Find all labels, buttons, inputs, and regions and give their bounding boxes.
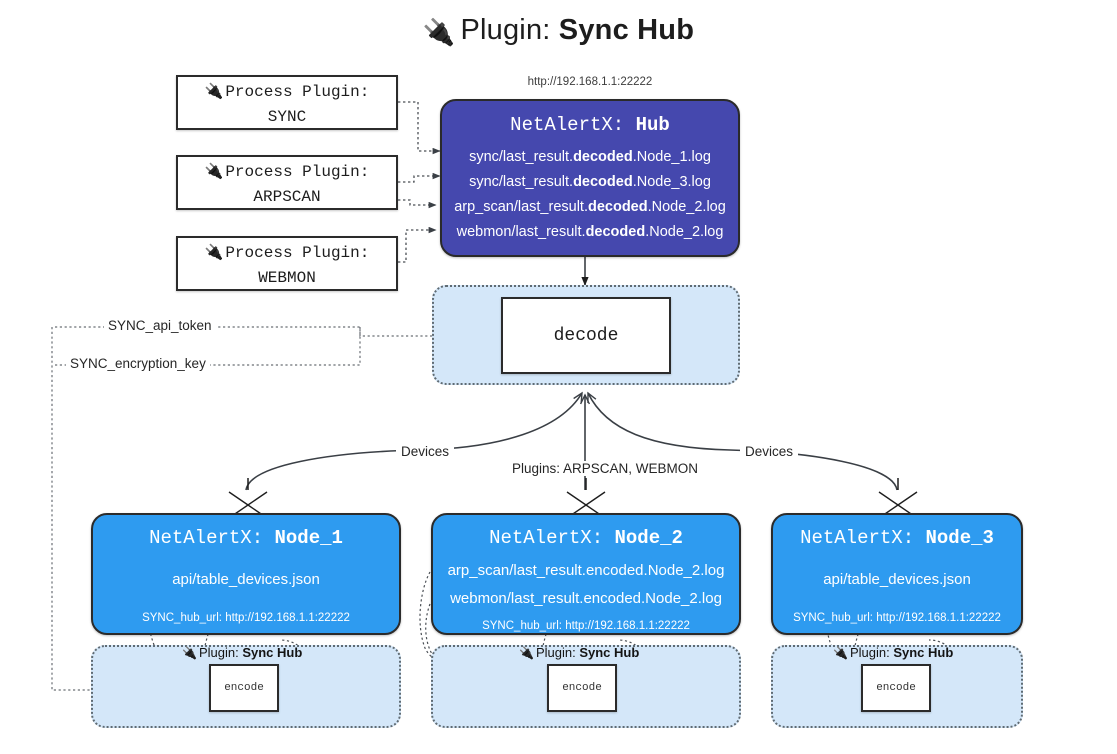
envelope-icon bbox=[564, 490, 606, 520]
hub-log-post: .Node_3.log bbox=[632, 174, 711, 190]
hub-log-row: sync/last_result.decoded.Node_1.log bbox=[442, 145, 738, 170]
hub-log-post: .Node_2.log bbox=[647, 199, 726, 215]
page-title-strong: Sync Hub bbox=[558, 14, 695, 46]
process-plugin-label: Process Plugin: bbox=[225, 163, 370, 181]
node-box-node-3[interactable]: NetAlertX: Node_3 api/table_devices.json… bbox=[771, 513, 1023, 635]
node-resource-list: arp_scan/last_result.encoded.Node_2.log … bbox=[433, 557, 739, 613]
node-resource-line: api/table_devices.json bbox=[823, 571, 971, 588]
node-title: NetAlertX: Node_3 bbox=[773, 527, 1021, 549]
process-plugin-label: Process Plugin: bbox=[225, 244, 370, 262]
node-name-prefix: NetAlertX: bbox=[489, 527, 615, 549]
process-plugin-header: 🔌Process Plugin: bbox=[178, 80, 396, 105]
node-hub-url: SYNC_hub_url: http://192.168.1.1:22222 bbox=[793, 612, 1001, 624]
plug-icon: 🔌 bbox=[519, 646, 534, 660]
node-resource-line: arp_scan/last_result.encoded.Node_2.log bbox=[447, 562, 725, 579]
encode-label-lead: Plugin: bbox=[535, 645, 580, 660]
hub-log-post: .Node_1.log bbox=[632, 149, 711, 165]
encode-label-strong: Sync Hub bbox=[579, 645, 640, 660]
hub-log-mid: decoded bbox=[573, 149, 633, 165]
hub-log-pre: webmon/last_result. bbox=[456, 224, 586, 240]
plug-icon: 🔌 bbox=[204, 164, 224, 181]
sync-api-token-label: SYNC_api_token bbox=[104, 318, 216, 333]
hub-log-pre: arp_scan/last_result. bbox=[454, 199, 588, 215]
node-resource-line: webmon/last_result.encoded.Node_2.log bbox=[450, 590, 722, 607]
page-title-lead: Plugin: bbox=[460, 14, 559, 46]
process-plugin-webmon[interactable]: 🔌Process Plugin: WEBMON bbox=[176, 236, 398, 291]
hub-name: Hub bbox=[635, 114, 670, 136]
encode-label-strong: Sync Hub bbox=[242, 645, 303, 660]
node-title: NetAlertX: Node_2 bbox=[433, 527, 739, 549]
encode-cluster-label: 🔌Plugin: Sync Hub bbox=[519, 645, 639, 660]
hub-log-pre: sync/last_result. bbox=[469, 149, 574, 165]
node-name: Node_3 bbox=[925, 527, 994, 549]
node-box-node-1[interactable]: NetAlertX: Node_1 api/table_devices.json… bbox=[91, 513, 401, 635]
node-hub-url: SYNC_hub_url: http://192.168.1.1:22222 bbox=[482, 620, 690, 632]
node-name: Node_1 bbox=[274, 527, 343, 549]
node-name-prefix: NetAlertX: bbox=[800, 527, 926, 549]
encode-cluster-label: 🔌Plugin: Sync Hub bbox=[182, 645, 302, 660]
process-plugin-arpscan[interactable]: 🔌Process Plugin: ARPSCAN bbox=[176, 155, 398, 210]
hub-title: NetAlertX: Hub bbox=[442, 114, 738, 136]
hub-log-row: arp_scan/last_result.decoded.Node_2.log bbox=[442, 195, 738, 220]
sync-encryption-key-label: SYNC_encryption_key bbox=[66, 356, 210, 371]
page-title: 🔌Plugin: Sync Hub bbox=[0, 14, 1117, 48]
edge-label-devices-right: Devices bbox=[740, 444, 799, 459]
encode-cluster-label: 🔌Plugin: Sync Hub bbox=[833, 645, 953, 660]
plug-icon: 🔌 bbox=[204, 84, 224, 101]
node-name-prefix: NetAlertX: bbox=[149, 527, 275, 549]
process-plugin-header: 🔌Process Plugin: bbox=[178, 241, 396, 266]
process-plugin-header: 🔌Process Plugin: bbox=[178, 160, 396, 185]
hub-log-row: sync/last_result.decoded.Node_3.log bbox=[442, 170, 738, 195]
hub-name-prefix: NetAlertX: bbox=[510, 114, 636, 136]
hub-log-row: webmon/last_result.decoded.Node_2.log bbox=[442, 220, 738, 245]
hub-url-label: http://192.168.1.1:22222 bbox=[527, 76, 653, 88]
edge-label-devices-left: Devices bbox=[396, 444, 455, 459]
decode-box[interactable]: decode bbox=[501, 297, 671, 374]
node-title: NetAlertX: Node_1 bbox=[93, 527, 399, 549]
encode-label-lead: Plugin: bbox=[198, 645, 243, 660]
hub-log-mid: decoded bbox=[587, 199, 648, 215]
encode-label-lead: Plugin: bbox=[849, 645, 894, 660]
encode-box-node-2[interactable]: encode bbox=[547, 664, 617, 712]
node-name: Node_2 bbox=[614, 527, 683, 549]
plug-icon: 🔌 bbox=[422, 17, 456, 47]
process-plugin-name: SYNC bbox=[267, 108, 307, 126]
process-plugin-name: WEBMON bbox=[258, 269, 316, 287]
edge-label-plugins: Plugins: ARPSCAN, WEBMON bbox=[507, 461, 704, 476]
encode-box-node-1[interactable]: encode bbox=[209, 664, 279, 712]
hub-log-pre: sync/last_result. bbox=[469, 174, 574, 190]
hub-log-post: .Node_2.log bbox=[645, 224, 724, 240]
hub-log-mid: decoded bbox=[573, 174, 633, 190]
plug-icon: 🔌 bbox=[204, 245, 224, 262]
plug-icon: 🔌 bbox=[182, 646, 197, 660]
hub-box[interactable]: NetAlertX: Hub sync/last_result.decoded.… bbox=[440, 99, 740, 257]
encode-box-node-3[interactable]: encode bbox=[861, 664, 931, 712]
node-box-node-2[interactable]: NetAlertX: Node_2 arp_scan/last_result.e… bbox=[431, 513, 741, 635]
node-resource-line: api/table_devices.json bbox=[172, 571, 320, 588]
node-hub-url: SYNC_hub_url: http://192.168.1.1:22222 bbox=[142, 612, 350, 624]
envelope-icon bbox=[227, 490, 269, 520]
plug-icon: 🔌 bbox=[833, 646, 848, 660]
process-plugin-name: ARPSCAN bbox=[253, 188, 321, 206]
hub-log-mid: decoded bbox=[585, 224, 646, 240]
process-plugin-label: Process Plugin: bbox=[225, 83, 370, 101]
process-plugin-sync[interactable]: 🔌Process Plugin: SYNC bbox=[176, 75, 398, 130]
envelope-icon bbox=[876, 490, 918, 520]
encode-label-strong: Sync Hub bbox=[893, 645, 954, 660]
hub-log-list: sync/last_result.decoded.Node_1.log sync… bbox=[442, 145, 738, 245]
